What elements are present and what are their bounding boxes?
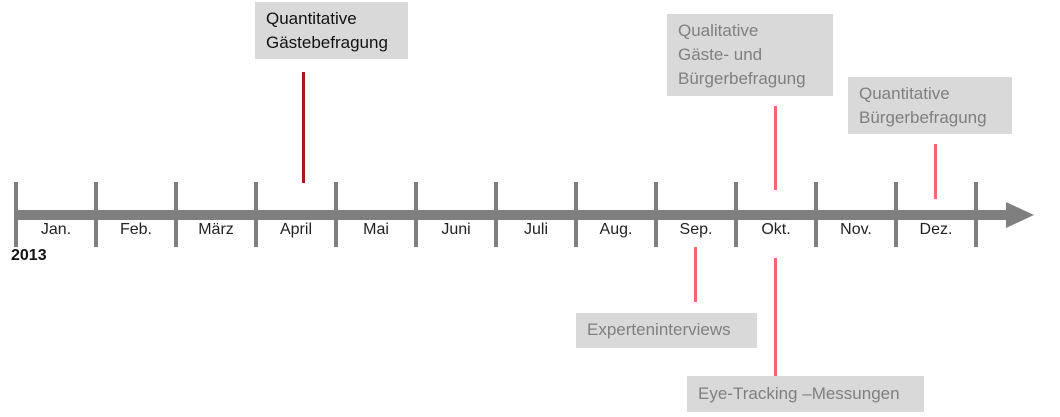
month-label-may: Mai [363,221,389,238]
month-label-nov: Nov. [840,221,872,238]
month-label-jan: Jan. [40,221,72,238]
month-tick [654,182,658,247]
month-tick [894,182,898,247]
month-label-aug: Aug. [599,221,633,238]
month-label-feb: Feb. [119,221,152,238]
event-label: Eye-Tracking –Messungen [698,384,900,403]
month-tick [574,182,578,247]
month-tick [814,182,818,247]
event-connector-quant-buerger [934,144,937,199]
month-label-sep: Sep. [679,221,713,238]
event-label: Experteninterviews [587,320,731,339]
month-label-mar: März [198,221,234,238]
month-tick [414,182,418,247]
event-box-qual-gaeste-buerger: Qualitative Gäste- und Bürgerbefragung [667,14,833,96]
month-tick [174,182,178,247]
event-connector-experten [694,247,697,302]
timeline-arrow-icon [1006,202,1034,228]
event-box-experteninterviews: Experteninterviews [576,313,757,348]
event-label: Qualitative Gäste- und Bürgerbefragung [678,21,806,88]
month-tick [974,182,978,247]
month-label-apr: April [279,221,312,238]
month-tick [334,182,338,247]
event-label: Quantitative Gästebefragung [266,9,388,52]
month-tick [14,182,18,247]
event-label: Quantitative Bürgerbefragung [859,84,987,127]
month-label-oct: Okt. [761,221,791,238]
month-tick [494,182,498,247]
event-box-eye-tracking: Eye-Tracking –Messungen [687,376,924,412]
month-label-dec: Dez. [919,221,953,238]
event-connector-eyetracking [774,258,777,376]
month-tick [254,182,258,247]
event-connector-qual-gaeste-buerger [774,106,777,190]
month-tick [94,182,98,247]
timeline-axis [14,210,1010,220]
event-box-quant-buerger: Quantitative Bürgerbefragung [848,77,1012,134]
event-connector-quant-gaeste [302,72,305,183]
event-box-quant-gaeste: Quantitative Gästebefragung [255,2,408,59]
month-tick [734,182,738,247]
month-label-jul: Juli [523,221,548,238]
month-label-jun: Juni [441,221,471,238]
year-label: 2013 [11,247,47,264]
